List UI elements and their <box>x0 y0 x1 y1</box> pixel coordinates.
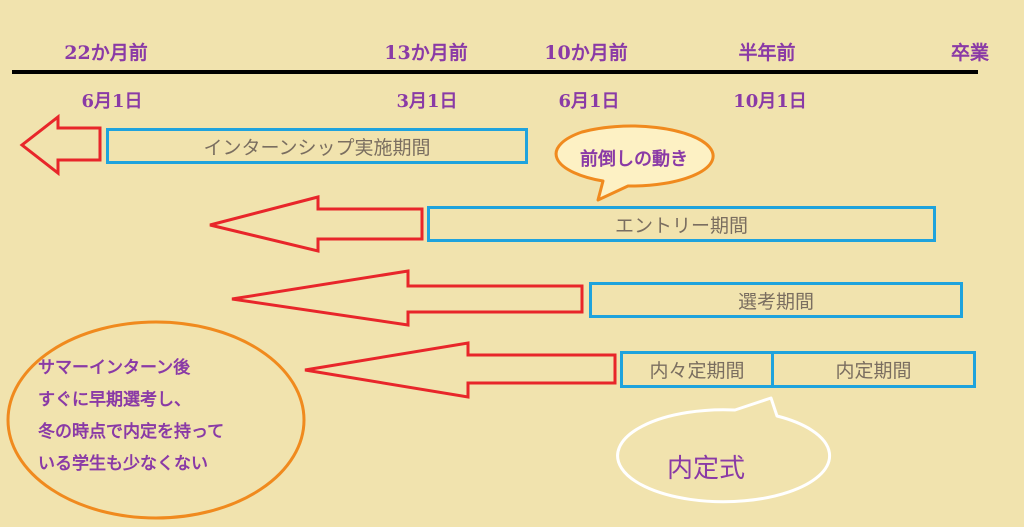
internship-period-box: インターンシップ実施期間 <box>106 128 528 164</box>
timeline-label-half-year: 半年前 <box>738 42 796 64</box>
note-ellipse <box>6 320 306 520</box>
ceremony-callout-bubble <box>616 396 832 504</box>
ceremony-callout-text: 内定式 <box>667 454 746 484</box>
date-label-jun1-first: 6月1日 <box>81 91 143 112</box>
naina-period-box: 内々定期間 <box>620 351 774 388</box>
entry-period-box: エントリー期間 <box>427 206 936 242</box>
timeline-label-graduation: 卒業 <box>950 42 990 64</box>
date-label-oct1: 10月1日 <box>733 91 807 112</box>
arrow-naina <box>304 341 617 399</box>
date-label-jun1-second: 6月1日 <box>558 91 620 112</box>
timeline-label-10-months: 10か月前 <box>544 42 628 64</box>
arrow-selection <box>231 269 584 327</box>
note-line: サマーインターン後 <box>38 358 191 378</box>
arrow-internship <box>19 113 102 177</box>
note-text: サマーインターン後 すぐに早期選考し、 冬の時点で内定を持って いる学生も少なく… <box>38 352 224 480</box>
timeline-label-13-months: 13か月前 <box>384 42 468 64</box>
timeline-label-22-months: 22か月前 <box>64 42 148 64</box>
shift-callout-bubble <box>554 124 715 202</box>
note-line: すぐに早期選考し、 <box>38 390 191 410</box>
note-line: 冬の時点で内定を持って <box>38 422 225 442</box>
selection-period-box: 選考期間 <box>589 282 963 318</box>
note-line: いる学生も少なくない <box>38 454 208 474</box>
naitei-period-box: 内定期間 <box>771 351 976 388</box>
date-label-mar1: 3月1日 <box>396 91 458 112</box>
arrow-entry <box>209 195 424 253</box>
shift-callout-text: 前倒しの動き <box>580 149 688 170</box>
